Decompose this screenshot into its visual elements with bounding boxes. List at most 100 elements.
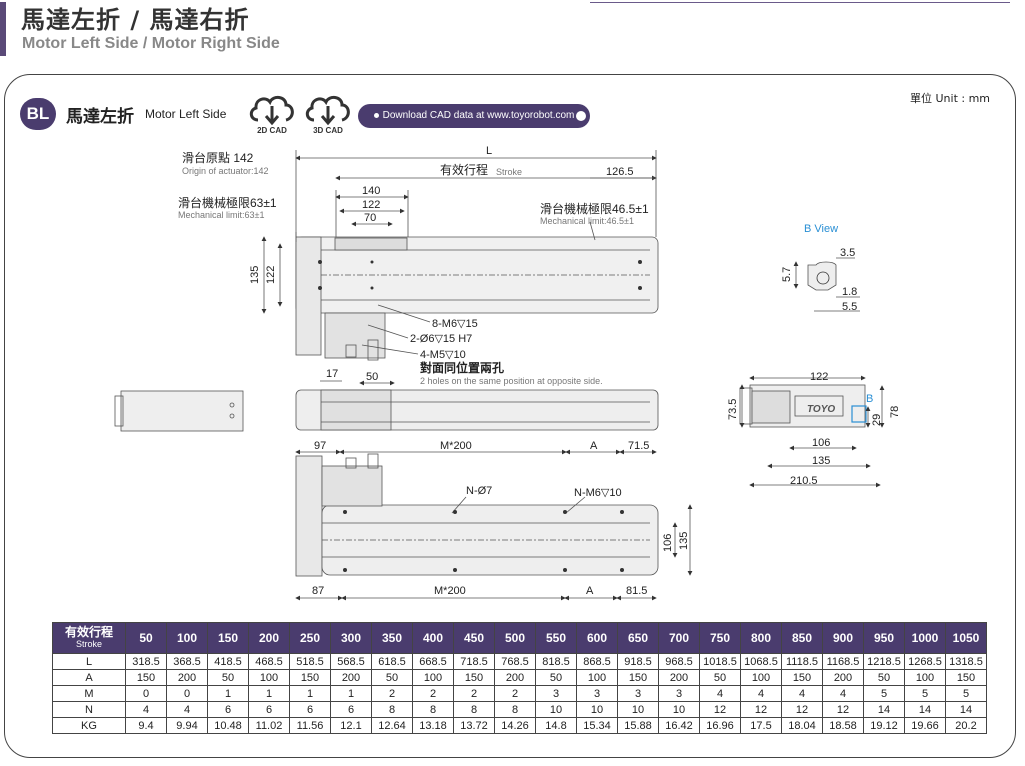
section-title-en: Motor Left Side (145, 107, 227, 121)
technical-drawing: L 滑台原點 142 Origin of actuator:142 有效行程 S… (114, 145, 901, 601)
hole-markers (318, 260, 642, 572)
table-cell: 4 (781, 685, 823, 702)
dim-122: 122 (362, 199, 380, 211)
table-cell: 9.4 (125, 717, 167, 734)
table-cell: 968.5 (658, 653, 700, 670)
table-cell: 50 (371, 669, 413, 686)
table-cell: 4 (166, 701, 208, 718)
dim-71-5: 71.5 (628, 440, 649, 452)
table-cell: 5 (863, 685, 905, 702)
table-cell: 50 (207, 669, 249, 686)
stroke-col-header: 450 (453, 622, 495, 654)
table-cell: 19.66 (904, 717, 946, 734)
table-cell: 20.2 (945, 717, 987, 734)
download-cad-link[interactable]: Download CAD data at www.toyorobot.com (358, 104, 590, 128)
dim-m200-bottom: M*200 (434, 585, 466, 597)
stroke-col-header: 800 (740, 622, 782, 654)
holes-n-7: N-Ø7 (466, 485, 492, 497)
table-cell: 1 (289, 685, 331, 702)
table-cell: 0 (125, 685, 167, 702)
table-cell: 10 (576, 701, 618, 718)
dim-70: 70 (364, 212, 376, 224)
table-cell: 15.88 (617, 717, 659, 734)
thread-8-m6: 8-M6▽15 (432, 318, 478, 330)
table-cell: 818.5 (535, 653, 577, 670)
table-cell: 200 (330, 669, 372, 686)
table-cell: 868.5 (576, 653, 618, 670)
stroke-col-header: 250 (289, 622, 331, 654)
table-cell: 4 (822, 685, 864, 702)
table-cell: 1118.5 (781, 653, 823, 670)
table-cell: 1018.5 (699, 653, 741, 670)
section-title: 馬達左折 (66, 107, 134, 127)
table-cell: 200 (166, 669, 208, 686)
table-cell: 368.5 (166, 653, 208, 670)
table-cell: 1068.5 (740, 653, 782, 670)
table-cell: 2 (371, 685, 413, 702)
table-cell: 100 (576, 669, 618, 686)
table-cell: 200 (822, 669, 864, 686)
table-cell: 200 (658, 669, 700, 686)
model-badge: BL (20, 98, 56, 130)
table-cell: 19.12 (863, 717, 905, 734)
dim-78: 78 (889, 406, 901, 418)
table-cell: 12.64 (371, 717, 413, 734)
stroke-col-header: 650 (617, 622, 659, 654)
stroke-col-header: 550 (535, 622, 577, 654)
top-view (295, 232, 659, 361)
table-cell: 18.58 (822, 717, 864, 734)
stroke-col-header: 700 (658, 622, 700, 654)
cad-2d-label: 2D CAD (257, 126, 287, 135)
table-cell: 6 (207, 701, 249, 718)
table-cell: 15.34 (576, 717, 618, 734)
table-cell: 50 (535, 669, 577, 686)
dim-b106: 106 (662, 534, 674, 552)
table-cell: 2 (453, 685, 495, 702)
header-accent-bar (0, 2, 6, 56)
table-cell: 150 (781, 669, 823, 686)
mech-limit-left-en: Mechanical limit:63±1 (178, 210, 264, 220)
stroke-label-en: Stroke (496, 167, 522, 177)
table-cell: 100 (904, 669, 946, 686)
stroke-col-header: 1050 (945, 622, 987, 654)
stroke-col-header: 1000 (904, 622, 946, 654)
stroke-col-header: 400 (412, 622, 454, 654)
table-cell: 618.5 (371, 653, 413, 670)
cad-3d-button[interactable]: 3D CAD (302, 92, 354, 138)
bottom-view (295, 453, 659, 577)
table-cell: 3 (658, 685, 700, 702)
end-view-left (114, 390, 244, 432)
opposite-holes-en: 2 holes on the same position at opposite… (420, 376, 603, 386)
table-cell: 8 (453, 701, 495, 718)
row-label: KG (52, 717, 126, 734)
thread-4-m5: 4-M5▽10 (420, 349, 466, 361)
table-cell: 12 (740, 701, 782, 718)
row-label: L (52, 653, 126, 670)
table-cell: 12.1 (330, 717, 372, 734)
opposite-holes: 對面同位置兩孔 (420, 360, 504, 375)
row-label: M (52, 685, 126, 702)
unit-label: 單位 Unit : mm (910, 92, 991, 105)
table-cell: 1218.5 (863, 653, 905, 670)
table-cell: 1 (248, 685, 290, 702)
table-cell: 150 (125, 669, 167, 686)
dim-50: 50 (366, 371, 378, 383)
dim-e210-5: 210.5 (790, 475, 818, 487)
cad-2d-button[interactable]: 2D CAD (246, 92, 298, 138)
table-cell: 100 (412, 669, 454, 686)
stroke-col-header: 900 (822, 622, 864, 654)
stroke-col-header: 50 (125, 622, 167, 654)
table-cell: 6 (289, 701, 331, 718)
table-cell: 768.5 (494, 653, 536, 670)
stroke-label: 有效行程 (440, 162, 488, 177)
b-view (807, 261, 837, 291)
table-cell: 17.5 (740, 717, 782, 734)
table-cell: 3 (617, 685, 659, 702)
table-cell: 2 (412, 685, 454, 702)
dim-140: 140 (362, 185, 380, 197)
dim-5-5: 5.5 (842, 301, 857, 313)
